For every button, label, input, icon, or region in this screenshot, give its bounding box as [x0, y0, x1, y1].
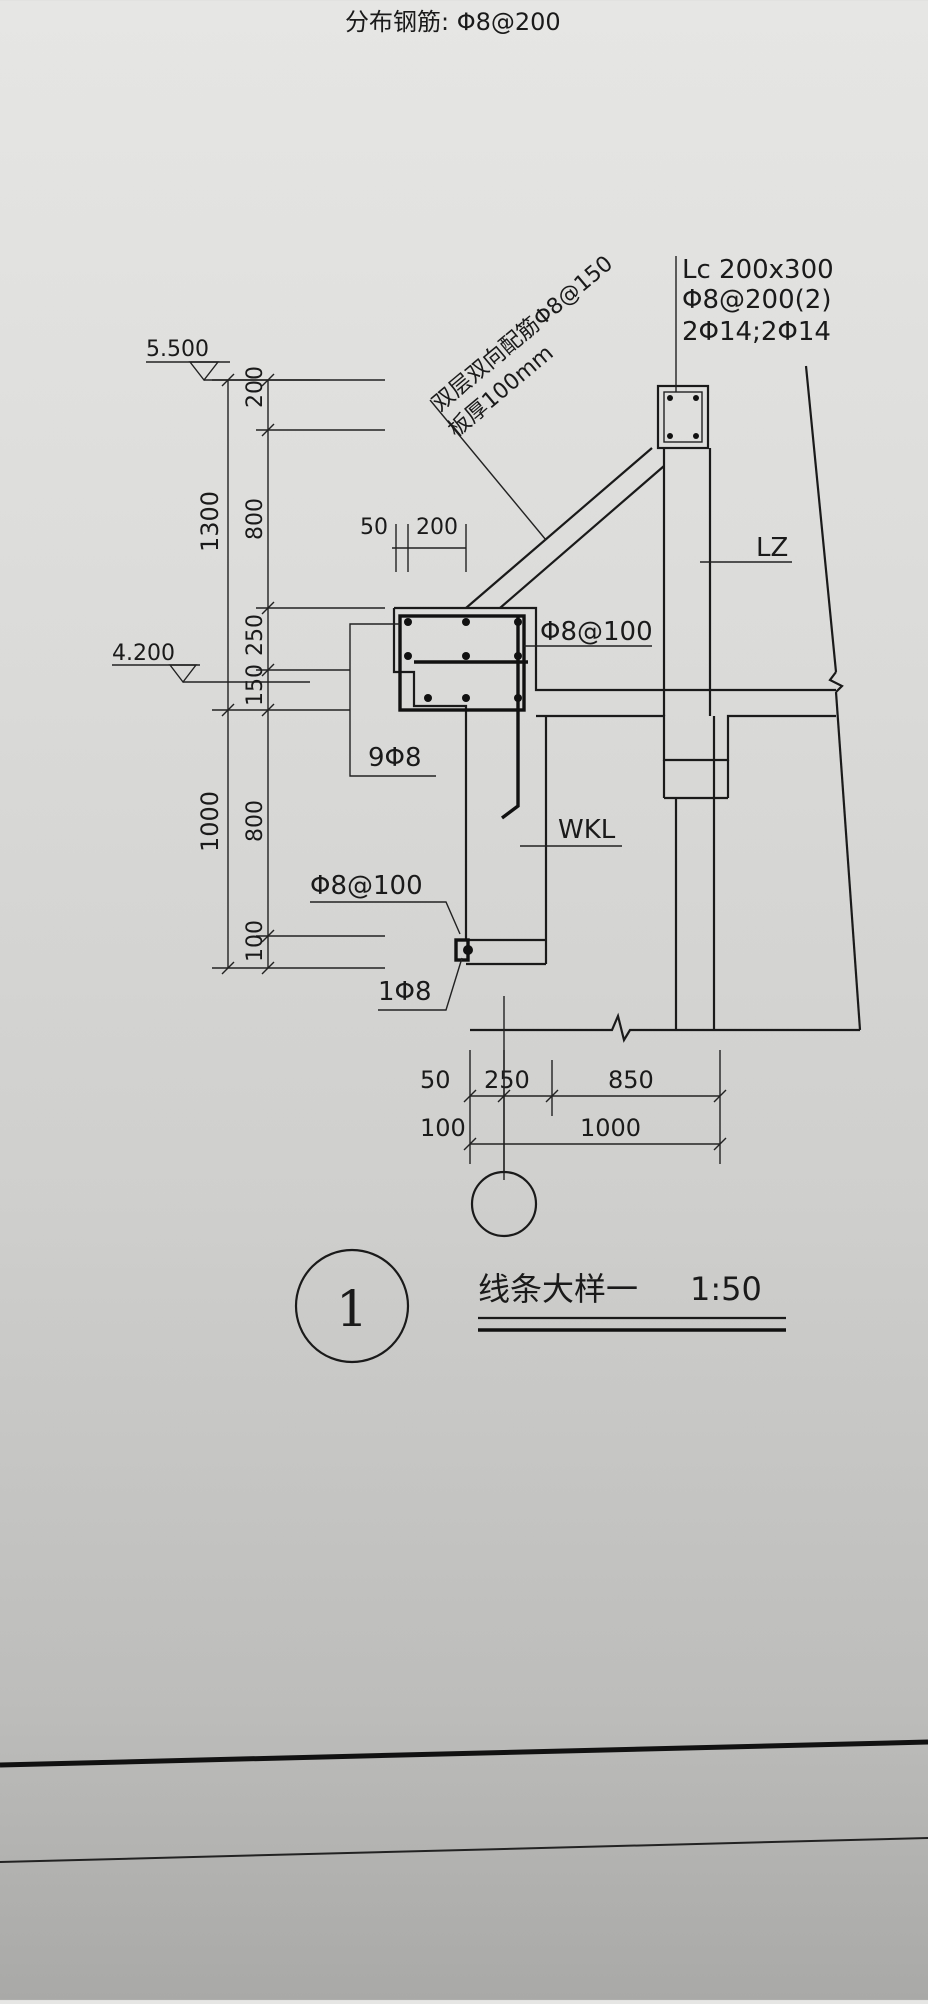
structure-outline — [392, 365, 862, 1043]
elevation-top: 5.500 — [146, 337, 209, 362]
lc-note: Lc 200x300 Φ8@200(2) 2Φ14;2Φ14 — [675, 255, 834, 392]
lc-note-line3: 2Φ14;2Φ14 — [682, 317, 831, 347]
dim-800-bottom: 800 — [243, 800, 268, 842]
dim-100: 100 — [243, 920, 268, 962]
stirrup-top-leader: Φ8@100 — [524, 617, 653, 647]
bottom-dimensions: 50 250 850 100 1000 — [420, 996, 727, 1238]
wkl-label: WKL — [558, 815, 616, 845]
dim-250: 250 — [243, 614, 268, 656]
sheet-border — [0, 1739, 928, 1863]
stirrup-bottom-label: Φ8@100 — [310, 871, 423, 901]
longitudinal-label: 9Φ8 — [368, 743, 422, 773]
stirrup-bottom-leader: Φ8@100 — [310, 871, 461, 935]
bottom-bar-label: 1Φ8 — [378, 977, 432, 1007]
dim-bottom-100: 100 — [420, 1114, 466, 1142]
detail-number: 1 — [336, 1280, 368, 1338]
wkl-leader: WKL — [520, 815, 622, 847]
dim-bottom-850: 850 — [608, 1066, 654, 1094]
elevation-mid: 4.200 — [112, 641, 175, 666]
dim-1300: 1300 — [196, 491, 224, 552]
dim-200: 200 — [243, 366, 268, 408]
slab-note-line1: 双层双向配筋Φ8@150 — [428, 251, 618, 416]
bottom-bar-leader: 1Φ8 — [378, 957, 463, 1011]
elevation-mid-marker: 4.200 — [112, 641, 310, 684]
lc-note-line2: Φ8@200(2) — [682, 285, 831, 315]
detail-title: 1 线条大样一 1:50 — [294, 1248, 786, 1364]
dim-800-top: 800 — [243, 498, 268, 540]
dim-bottom-1000: 1000 — [580, 1114, 641, 1142]
longitudinal-leader: 9Φ8 — [349, 623, 436, 777]
dim-bottom-250: 250 — [484, 1066, 530, 1094]
lz-label: LZ — [756, 533, 788, 563]
lc-note-line1: Lc 200x300 — [682, 255, 834, 285]
detail-title-text: 线条大样一 — [478, 1270, 638, 1308]
detail-scale: 1:50 — [690, 1270, 762, 1308]
dim-top-50: 50 — [360, 515, 388, 540]
dim-1000: 1000 — [196, 791, 224, 852]
header-note: 分布钢筋: Φ8@200 — [345, 8, 561, 36]
slab-note: 双层双向配筋Φ8@150 板厚100mm — [428, 251, 618, 541]
left-dimension-chain: 1300 1000 200 800 250 150 800 100 — [196, 366, 385, 975]
stirrup-top-label: Φ8@100 — [540, 617, 653, 647]
dim-top-200: 200 — [416, 515, 458, 540]
top-dimension: 50 200 — [360, 515, 467, 572]
dim-150: 150 — [243, 664, 268, 706]
dim-bottom-50: 50 — [420, 1066, 451, 1094]
elevation-top-marker: 5.500 — [146, 337, 320, 382]
reinforcement — [398, 614, 528, 962]
lz-leader: LZ — [700, 533, 792, 563]
